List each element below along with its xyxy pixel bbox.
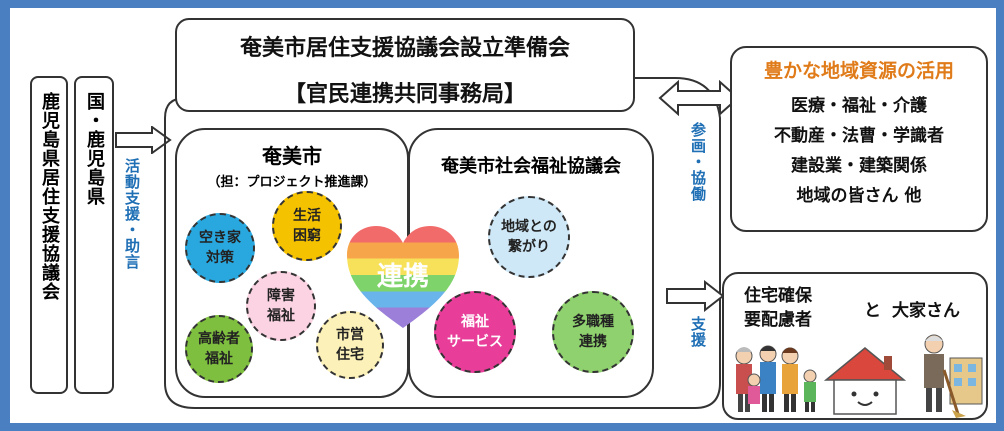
gov-label: 国・鹿児島県 <box>84 92 105 206</box>
council-name: 奄美市社会福祉協議会 <box>441 156 621 177</box>
resource-item: 医療・福祉・介護 <box>791 96 927 116</box>
landlord-illustration <box>924 334 983 418</box>
resources-title: 豊かな地域資源の活用 <box>763 60 954 82</box>
prefecture-council-label: 鹿児島県居住支援協議会 <box>39 92 60 301</box>
diagram-canvas: 鹿児島県居住支援協議会 国・鹿児島県 活動支援・助言 奄美市居住支援協議会設立準… <box>10 8 996 423</box>
conjunction-label: と <box>864 301 881 321</box>
resource-item: 建設業・建築関係 <box>791 156 927 176</box>
housing-box: 住宅確保 要配慮者 と 大家さん <box>722 272 988 420</box>
prefecture-council-box: 鹿児島県居住支援協議会 <box>30 76 68 394</box>
joint-secretariat-label: 【官民連携共同事務局】 <box>283 82 526 107</box>
collaboration-heart-label: 連携 <box>376 262 429 292</box>
circle-elderly-welfare: 高齢者 福祉 <box>185 315 253 383</box>
circle-community-ties: 地域との 繋がり <box>488 196 570 278</box>
circle-welfare-services: 福祉 サービス <box>434 291 516 373</box>
gov-to-city-arrow <box>115 126 172 154</box>
participation-label-wrap: 参画・協働 <box>688 122 709 206</box>
circle-poverty: 生活 困窮 <box>272 191 342 261</box>
circle-vacant-house: 空き家 対策 <box>185 213 255 283</box>
support-label-wrap: 支援 <box>688 316 709 352</box>
support-label: 支援 <box>689 316 707 348</box>
local-resources-box: 豊かな地域資源の活用 医療・福祉・介護 不動産・法曹・学識者 建設業・建築関係 … <box>730 46 988 232</box>
circle-municipal-housing: 市営 住宅 <box>316 311 384 379</box>
landlord-label: 大家さん <box>892 301 960 321</box>
resource-item: 不動産・法曹・学識者 <box>774 126 944 146</box>
city-charge: （担：プロジェクト推進課） <box>207 175 377 190</box>
rainbow-heart <box>347 226 459 328</box>
support-arrow <box>666 280 725 312</box>
circle-multidisciplinary: 多職種 連携 <box>552 291 634 373</box>
resource-item: 地域の皆さん 他 <box>796 186 922 206</box>
support-advice-label-wrap: 活動支援・助言 <box>122 158 143 274</box>
preparatory-committee-box: 奄美市居住支援協議会設立準備会 【官民連携共同事務局】 <box>175 18 635 112</box>
city-name: 奄美市 <box>262 144 322 168</box>
housing-vulnerable-label: 住宅確保 要配慮者 <box>744 286 812 330</box>
participation-label: 参画・協働 <box>689 122 707 202</box>
support-advice-label: 活動支援・助言 <box>123 158 141 270</box>
circle-disability-welfare: 障害 福祉 <box>246 271 316 341</box>
gov-box: 国・鹿児島県 <box>74 76 114 394</box>
preparatory-committee-title: 奄美市居住支援協議会設立準備会 <box>239 36 570 61</box>
participation-arrow <box>658 80 740 116</box>
family-illustration <box>735 345 817 412</box>
house-illustration <box>824 347 906 415</box>
